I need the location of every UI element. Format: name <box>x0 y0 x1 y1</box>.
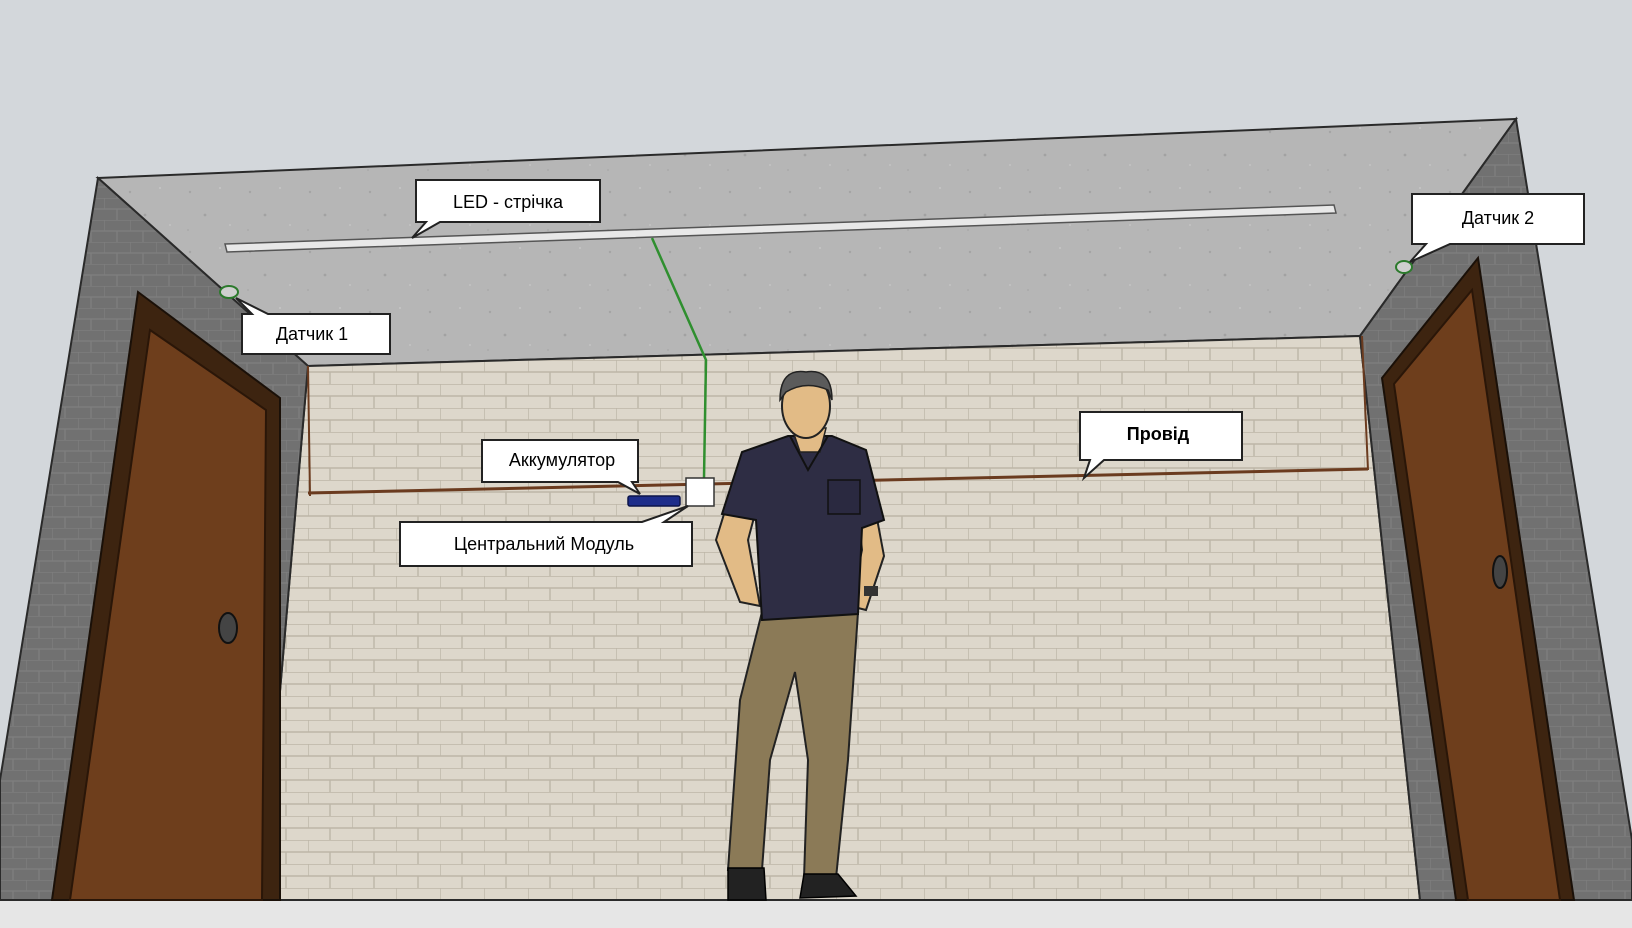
label-battery: Аккумулятор <box>509 450 615 470</box>
label-led-strip: LED - стрічка <box>453 192 564 212</box>
door-handle-icon <box>219 613 237 643</box>
sensor-2-device <box>1396 261 1412 273</box>
label-wire: Провід <box>1127 424 1190 444</box>
label-sensor-1: Датчик 1 <box>276 324 348 344</box>
door-handle-icon <box>1493 556 1507 588</box>
sensor-1-device <box>220 286 238 298</box>
floor <box>0 900 1632 928</box>
central-module-device <box>686 478 714 506</box>
label-sensor-2: Датчик 2 <box>1462 208 1534 228</box>
label-central-module: Центральний Модуль <box>454 534 634 554</box>
battery-device <box>628 496 680 506</box>
